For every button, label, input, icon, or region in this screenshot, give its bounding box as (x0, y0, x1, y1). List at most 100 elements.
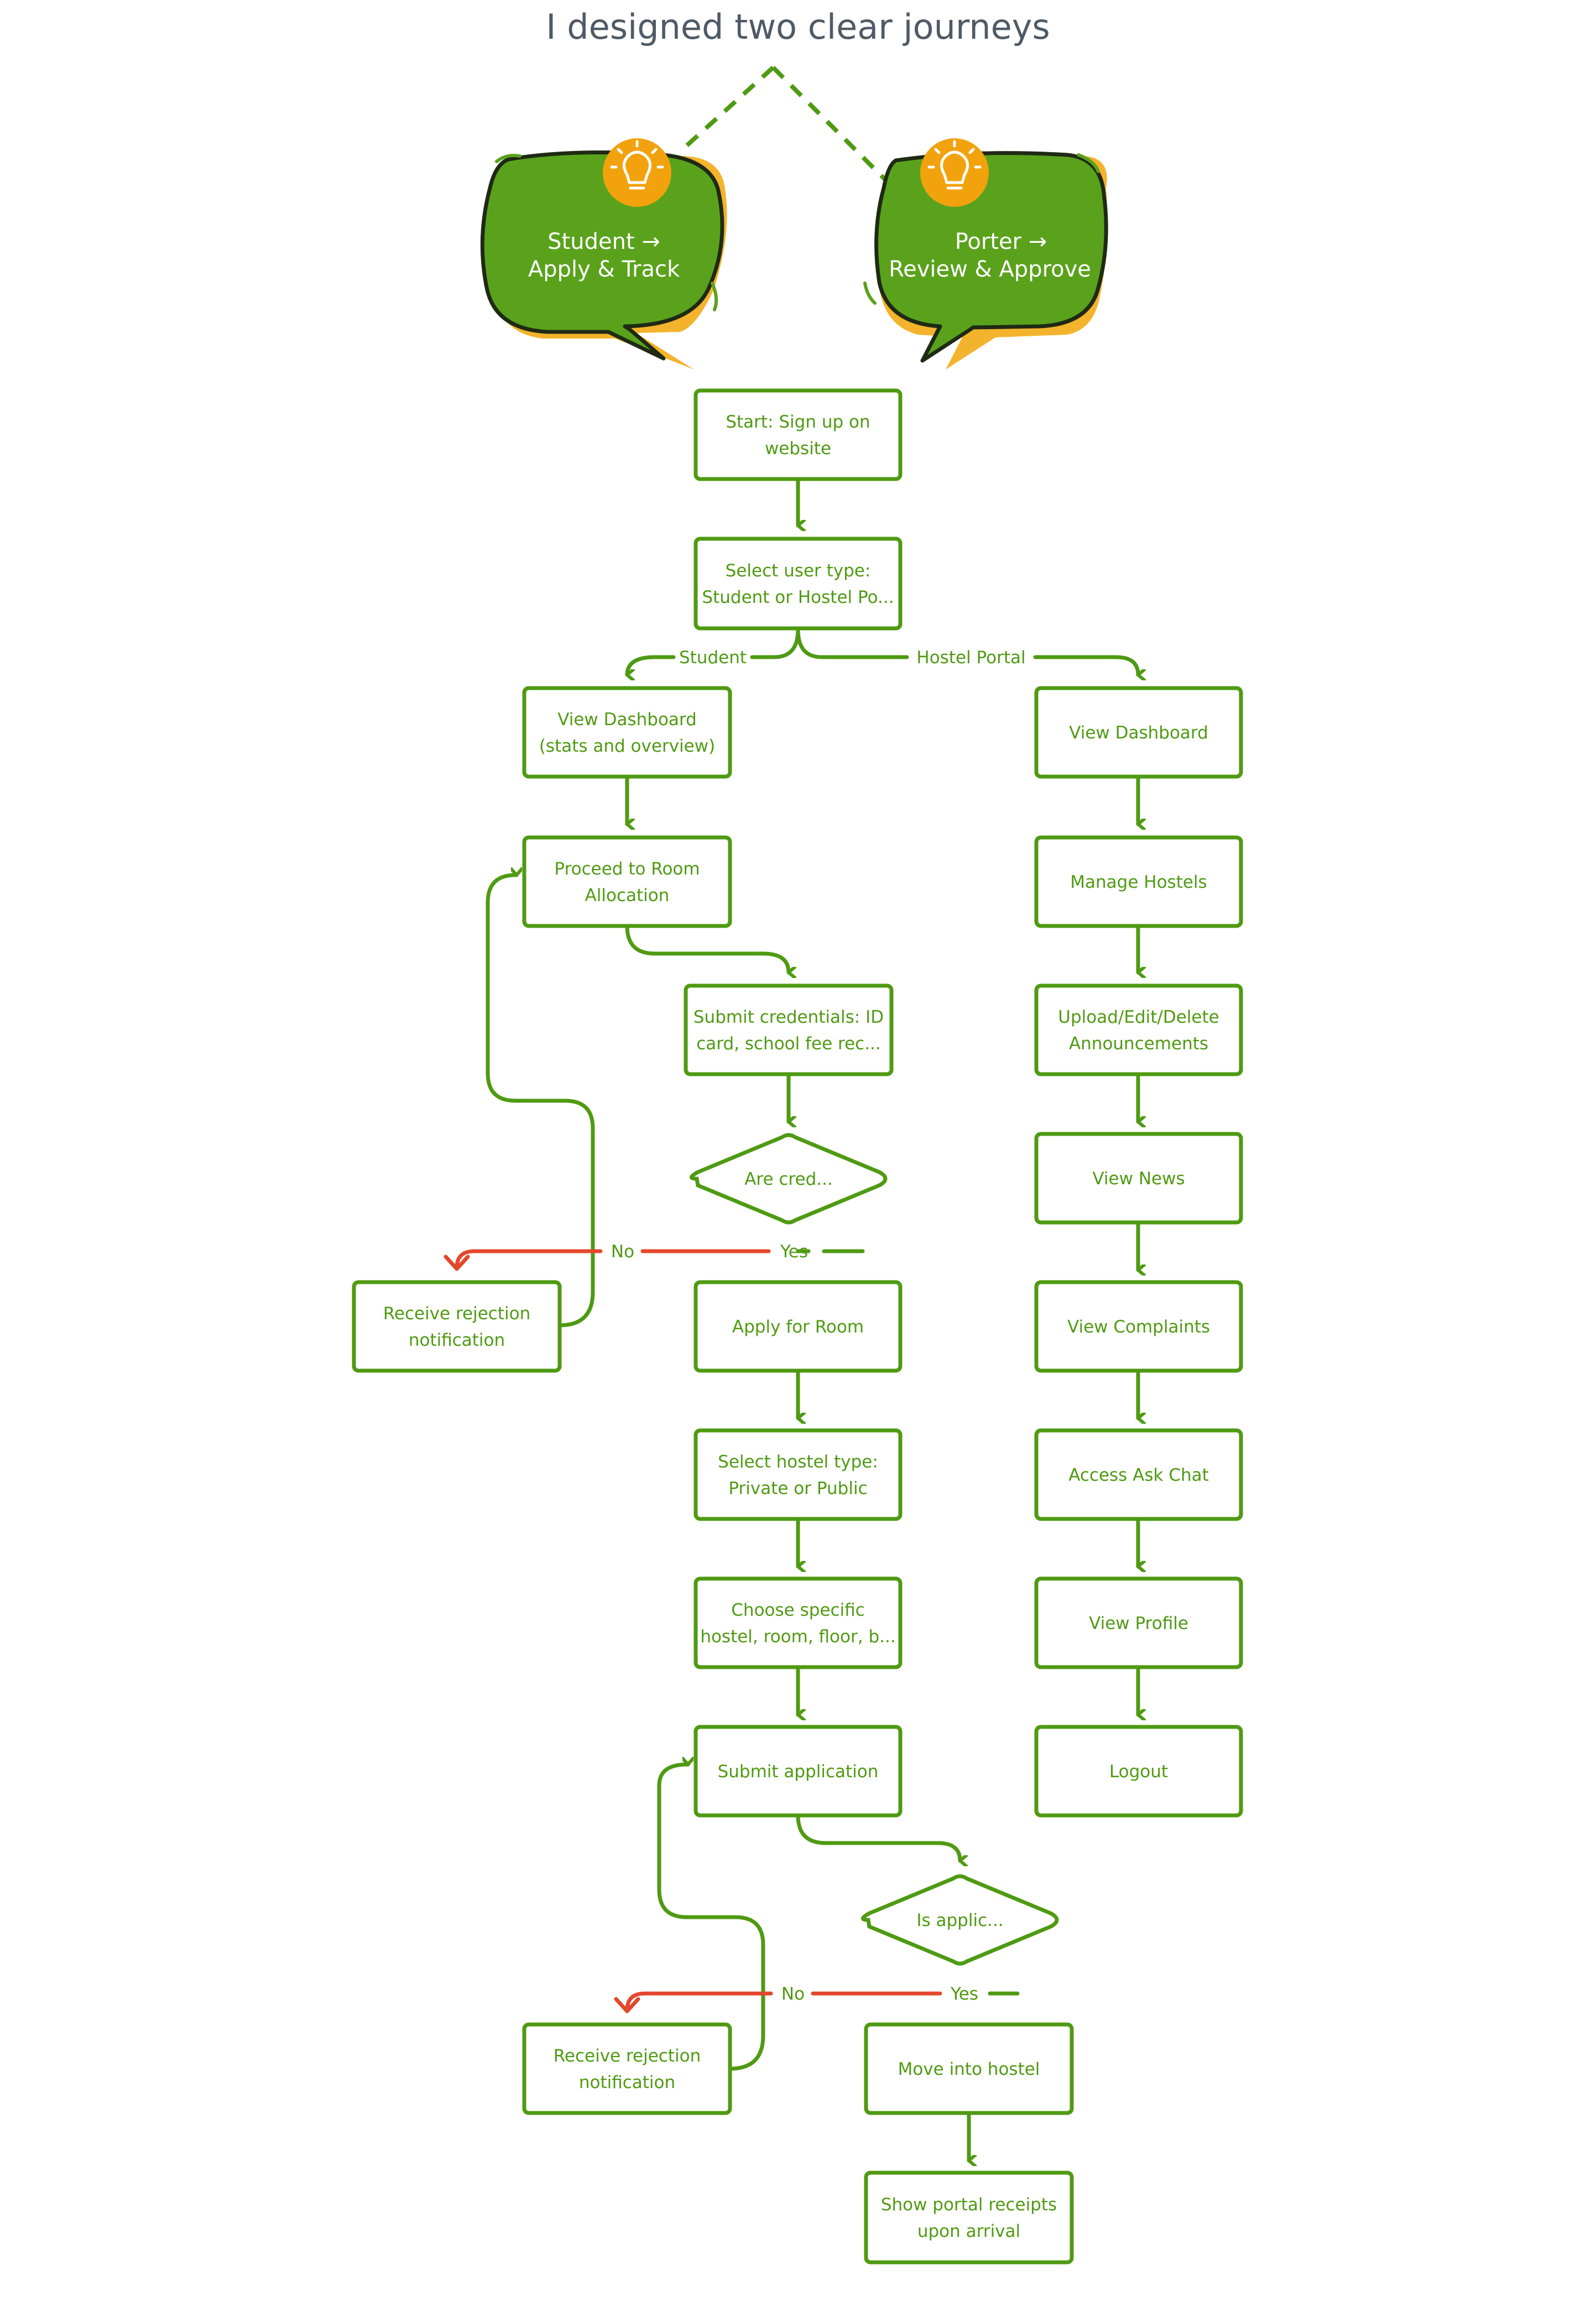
node-s-apply: Apply for Room (693, 1280, 903, 1373)
student-bubble-line1: Student → (547, 229, 660, 254)
node-label: View News (1092, 1169, 1185, 1189)
edge-label-no-2: No (781, 1984, 805, 2004)
process-box (1034, 1576, 1243, 1669)
process-box (864, 2022, 1074, 2115)
node-label: (stats and overview) (539, 736, 715, 756)
node-p-complaints: View Complaints (1034, 1280, 1243, 1373)
porter-bubble-line2: Review & Approve (889, 257, 1091, 282)
process-box (693, 1576, 903, 1669)
edge-s-arecred-yes (641, 1222, 789, 1251)
node-p-chat: Access Ask Chat (1034, 1428, 1243, 1521)
edge-s-reject2-loop (657, 1765, 765, 2071)
node-s-submit-cred: Submit credentials: ID card, school fee r… (684, 983, 894, 1076)
decision-diamond (690, 1133, 888, 1225)
node-label: Allocation (585, 886, 670, 905)
node-s-is-applic: Is applic... (861, 1874, 1059, 1966)
node-label: hostel, room, floor, b... (700, 1627, 895, 1647)
flow-edges (486, 477, 1138, 2161)
porter-journey-bubble: Porter → Review & Approve (863, 138, 1108, 369)
node-s-move: Move into hostel (864, 2022, 1074, 2115)
edge-branch-student-2 (625, 655, 676, 675)
node-p-logout: Logout (1034, 1725, 1243, 1818)
edge-labels: Student Hostel Portal No Yes No Yes (611, 648, 1026, 2004)
process-box (1034, 983, 1243, 1076)
node-label: View Dashboard (1069, 723, 1208, 743)
lightbulb-icon (920, 138, 989, 207)
edge-label-hostel-portal: Hostel Portal (916, 648, 1025, 668)
edge-s-reject1-loop (486, 875, 595, 1328)
node-label: Receive rejection (383, 1304, 530, 1324)
process-box (522, 686, 732, 779)
edge-label-no-1: No (611, 1242, 634, 1262)
node-label: Is applic... (916, 1911, 1003, 1930)
node-p-profile: View Profile (1034, 1576, 1243, 1669)
node-label: Manage Hostels (1070, 872, 1207, 892)
node-label: Select user type: (726, 561, 871, 581)
porter-bubble-line1: Porter → (955, 229, 1047, 254)
edge-label-student: Student (679, 648, 747, 668)
node-label: card, school fee rec... (696, 1034, 881, 1054)
process-box (1034, 1280, 1243, 1373)
edge-label-yes-1: Yes (780, 1242, 808, 1262)
node-label: Start: Sign up on (726, 412, 870, 432)
node-p-dashboard: View Dashboard (1034, 686, 1243, 779)
node-label: Student or Hostel Po... (702, 587, 894, 607)
node-s-receipts: Show portal receipts upon arrival (864, 2171, 1074, 2265)
title-connectors (680, 66, 890, 184)
node-label: Show portal receipts (881, 2195, 1057, 2215)
node-label: Proceed to Room (554, 859, 700, 879)
node-label: Submit credentials: ID (693, 1007, 884, 1027)
process-box (693, 537, 903, 631)
node-label: Logout (1109, 1762, 1168, 1782)
student-journey-bubble: Student → Apply & Track (480, 138, 727, 369)
node-label: View Profile (1089, 1613, 1188, 1633)
process-box (693, 1280, 903, 1373)
node-label: Choose specific (731, 1600, 864, 1620)
node-label: Submit application (718, 1762, 879, 1782)
node-s-reject1: Receive rejection notification (352, 1280, 562, 1373)
edge-s-submit-isapplic (796, 1813, 960, 1861)
node-label: View Dashboard (557, 710, 697, 730)
process-box (684, 983, 894, 1076)
process-box (352, 1280, 562, 1373)
node-s-select-hostel: Select hostel type:Private or Public (693, 1428, 903, 1521)
student-bubble-line2: Apply & Track (528, 257, 680, 282)
node-label: Receive rejection (554, 2046, 701, 2066)
node-label: notification (409, 1330, 505, 1350)
node-label: upon arrival (917, 2221, 1020, 2241)
node-label: Move into hostel (898, 2059, 1040, 2079)
node-label: website (765, 439, 831, 459)
edge-branch-portal (796, 627, 909, 659)
process-box (522, 835, 732, 928)
node-select-user: Select user type: Student or Hostel Po... (693, 537, 903, 631)
process-box (693, 1428, 903, 1521)
node-s-submit-app: Submit application (693, 1725, 903, 1818)
node-s-are-cred: Are cred... (690, 1133, 888, 1225)
decision2-branches (614, 1991, 942, 2013)
yes-connectors (822, 1249, 1020, 1996)
node-p-manage: Manage Hostels (1034, 835, 1243, 928)
node-label: Private or Public (728, 1479, 867, 1498)
node-label: Are cred... (744, 1169, 833, 1189)
process-box (1034, 686, 1243, 779)
page-title: I designed two clear journeys (546, 7, 1050, 47)
node-p-news: View News (1034, 1132, 1243, 1225)
decision1-branches (444, 1249, 811, 1271)
node-label: notification (579, 2073, 675, 2093)
node-label: Access Ask Chat (1068, 1465, 1209, 1485)
node-s-choose: Choose specific hostel, room, floor, b... (693, 1576, 903, 1669)
process-box (522, 2022, 732, 2115)
process-box (1034, 1725, 1243, 1818)
process-box (864, 2171, 1074, 2265)
process-box (1034, 1132, 1243, 1225)
node-s-reject2: Receive rejection notification (522, 2022, 732, 2115)
node-s-dashboard: View Dashboard (stats and overview) (522, 686, 732, 779)
node-label: View Complaints (1067, 1317, 1210, 1337)
process-box (693, 388, 903, 481)
edge-label-yes-2: Yes (950, 1984, 978, 2004)
node-label: Announcements (1069, 1034, 1208, 1054)
